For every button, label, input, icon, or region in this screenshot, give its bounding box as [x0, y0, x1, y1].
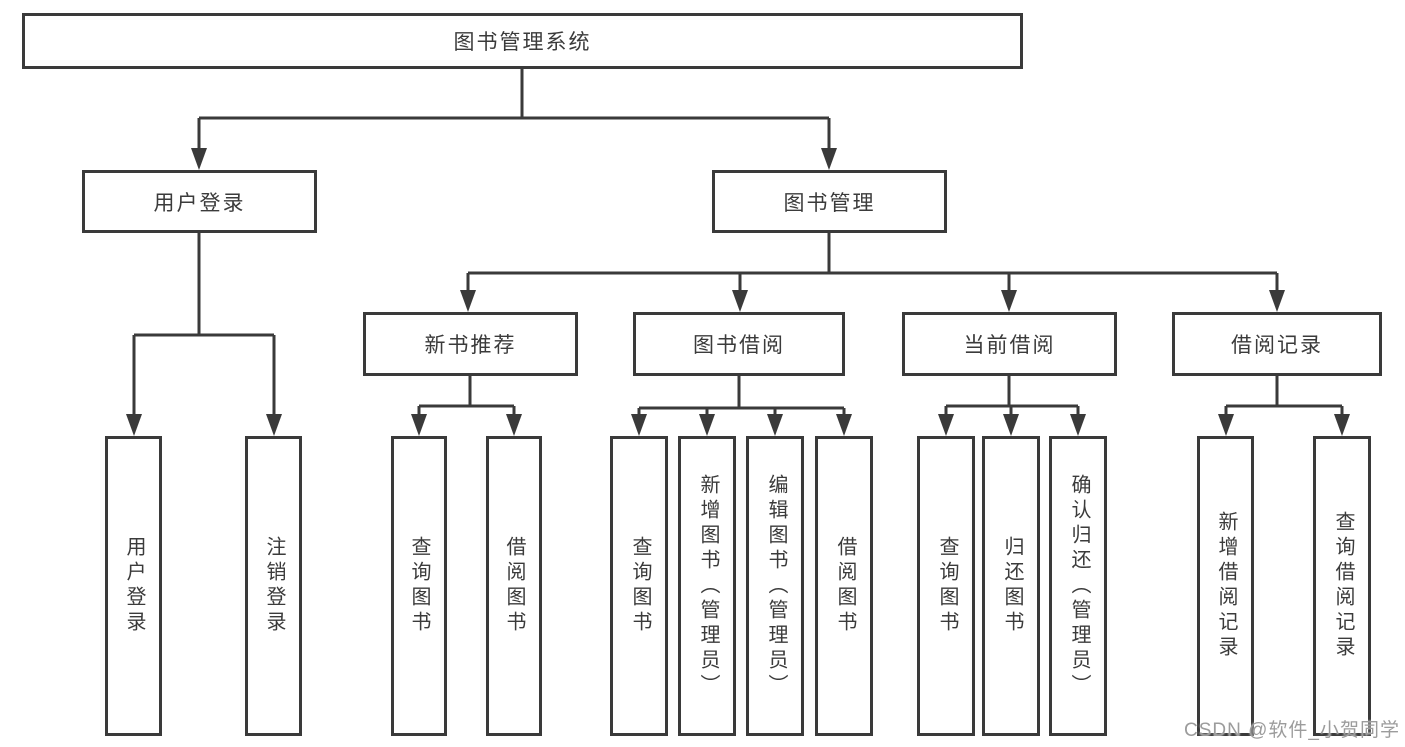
node-user-login: 用户登录 — [82, 170, 317, 233]
leaf-return-book: 归还图书 — [982, 436, 1040, 736]
leaf-borrow-books-borrow: 借阅图书 — [815, 436, 873, 736]
leaf-borrow-books-recommend: 借阅图书 — [486, 436, 542, 736]
leaf-query-books-borrow: 查询图书 — [610, 436, 668, 736]
arrowheads — [126, 148, 1350, 436]
leaf-query-borrow-record: 查询借阅记录 — [1313, 436, 1371, 736]
node-book-management: 图书管理 — [712, 170, 947, 233]
node-borrow-records: 借阅记录 — [1172, 312, 1382, 376]
leaf-confirm-return-admin: 确认归还（管理员） — [1049, 436, 1107, 736]
leaf-add-book-admin: 新增图书（管理员） — [678, 436, 736, 736]
node-new-book-recommend: 新书推荐 — [363, 312, 578, 376]
leaf-logout: 注销登录 — [245, 436, 302, 736]
leaf-user-login: 用户登录 — [105, 436, 162, 736]
node-book-borrow: 图书借阅 — [633, 312, 845, 376]
leaf-query-books-recommend: 查询图书 — [391, 436, 447, 736]
leaf-edit-book-admin: 编辑图书（管理员） — [746, 436, 804, 736]
watermark: CSDN @软件_小贺同学 — [1184, 720, 1400, 741]
node-root: 图书管理系统 — [22, 13, 1023, 69]
leaf-add-borrow-record: 新增借阅记录 — [1197, 436, 1254, 736]
leaf-query-books-current: 查询图书 — [917, 436, 975, 736]
node-current-borrow: 当前借阅 — [902, 312, 1117, 376]
